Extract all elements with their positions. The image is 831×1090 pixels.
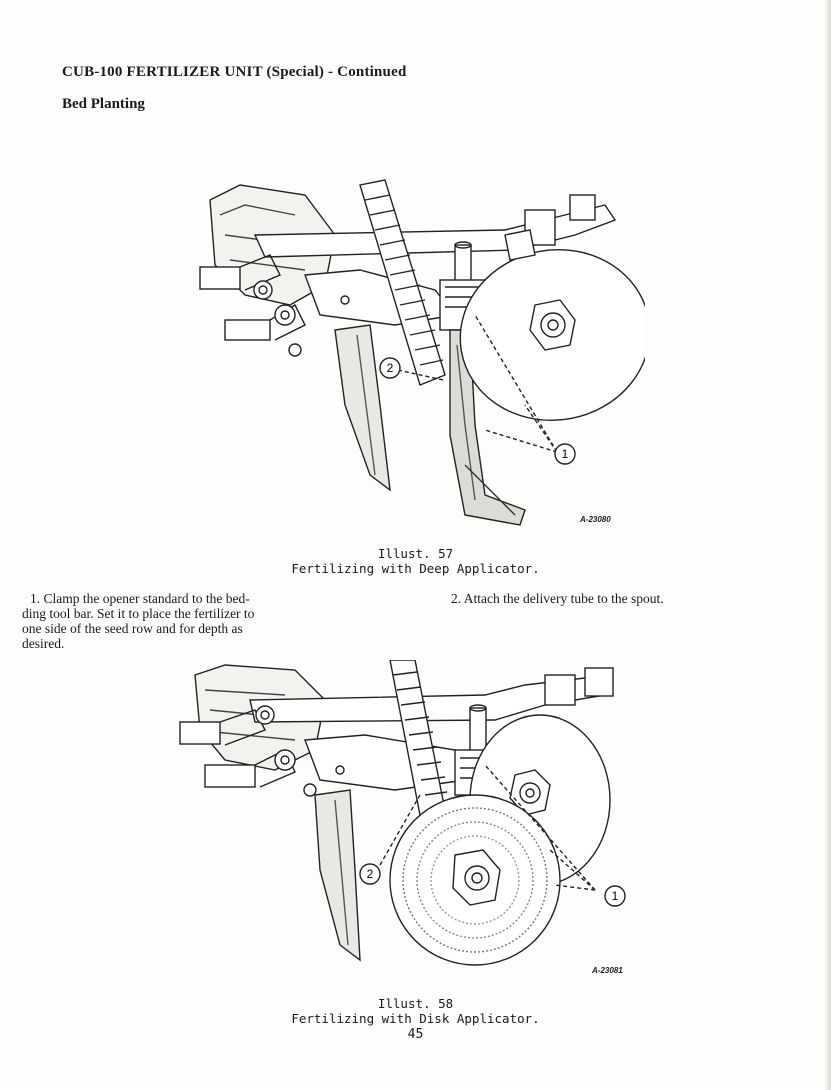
callout-1-fig2: 1 (612, 889, 619, 903)
figure-caption-text: Fertilizing with Deep Applicator. (291, 561, 540, 576)
section-heading: Bed Planting (62, 96, 145, 112)
figure-code: A-23081 (592, 966, 623, 975)
page-title: CUB-100 FERTILIZER UNIT (Special) - Cont… (62, 64, 407, 80)
callout-2-fig1: 2 (387, 361, 394, 375)
callout-2-fig2: 2 (367, 867, 374, 881)
figure-code: A-23080 (580, 515, 611, 524)
scan-edge (825, 0, 831, 1090)
disk-applicator-illustration: 2 1 (179, 660, 626, 966)
figure-caption-text: Fertilizing with Disk Applicator. (291, 1011, 540, 1026)
step-1-line-4: desired. (22, 636, 65, 651)
deep-applicator-illustration: 2 1 (199, 179, 645, 526)
step-1-line-3: one side of the seed row and for depth a… (22, 621, 243, 636)
callout-1-fig1: 1 (562, 447, 569, 461)
step-1-line-2: ding tool bar. Set it to place the ferti… (22, 606, 255, 621)
page-number: 45 (407, 1027, 424, 1042)
figure-caption-number: Illust. 58 (377, 996, 454, 1011)
step-1-line-1: 1. Clamp the opener standard to the bed- (30, 591, 250, 606)
figure-caption-number: Illust. 57 (377, 546, 454, 561)
step-2: 2. Attach the delivery tube to the spout… (451, 591, 664, 606)
